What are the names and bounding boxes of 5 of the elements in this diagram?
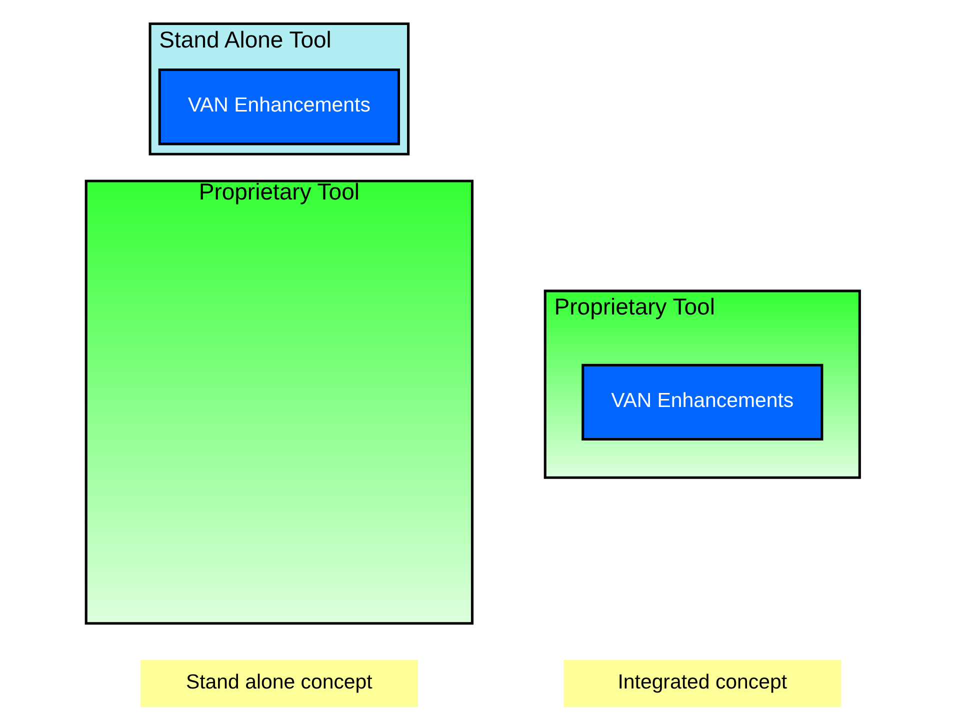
node-box: VAN Enhancements (581, 364, 823, 441)
node-box: Proprietary Tool (84, 180, 474, 625)
node-box: Stand alone concept (140, 660, 418, 708)
node-box: VAN Enhancements (158, 68, 400, 146)
node-box: Integrated concept (563, 660, 841, 708)
